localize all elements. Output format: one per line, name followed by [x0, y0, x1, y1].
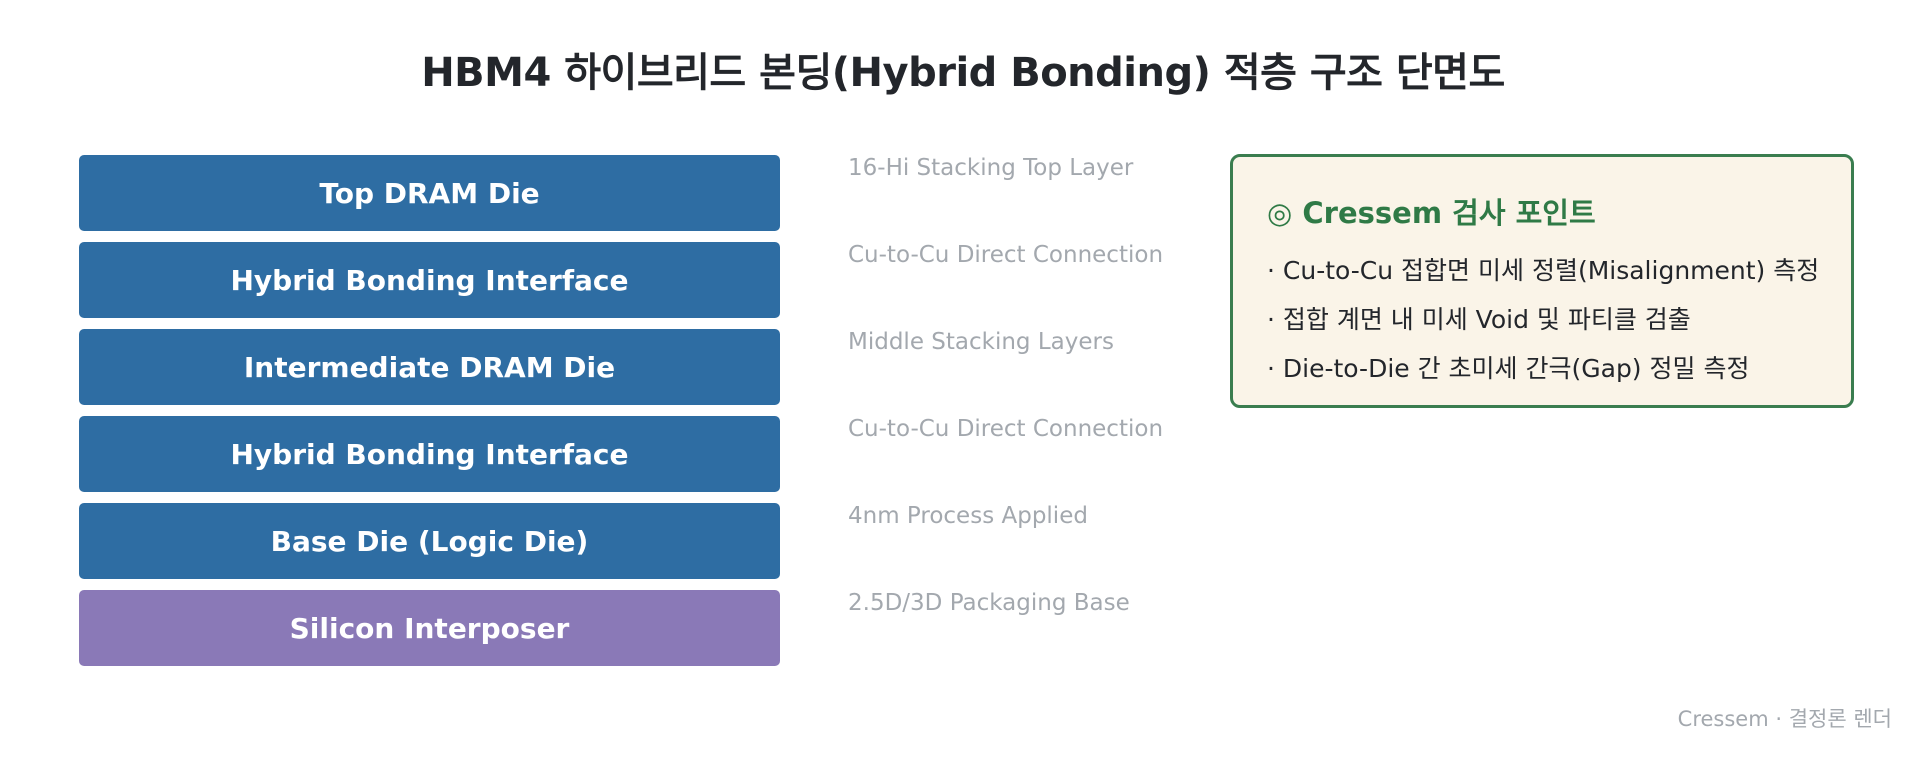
panel-item: · Cu-to-Cu 접합면 미세 정렬(Misalignment) 측정	[1267, 256, 1820, 285]
layer-label: Top DRAM Die	[319, 176, 540, 210]
layer-label: Hybrid Bonding Interface	[230, 263, 629, 297]
layer-note: Middle Stacking Layers	[848, 329, 1114, 355]
inspection-points-panel: ◎ Cressem 검사 포인트 · Cu-to-Cu 접합면 미세 정렬(Mi…	[1230, 154, 1854, 408]
panel-item: · 접합 계면 내 미세 Void 및 파티클 검출	[1267, 305, 1691, 334]
layer-note: 16-Hi Stacking Top Layer	[848, 155, 1134, 181]
layer-notes: 16-Hi Stacking Top Layer Cu-to-Cu Direct…	[848, 155, 1208, 677]
footer-credit: Cressem · 결정론 렌더	[1677, 707, 1892, 731]
panel-item: · Die-to-Die 간 초미세 간극(Gap) 정밀 측정	[1267, 354, 1750, 383]
layer-top-dram-die: Top DRAM Die	[79, 155, 780, 231]
panel-title: ◎ Cressem 검사 포인트	[1267, 196, 1596, 230]
layer-stack: Top DRAM Die Hybrid Bonding Interface In…	[79, 155, 780, 677]
layer-intermediate-dram-die: Intermediate DRAM Die	[79, 329, 780, 405]
layer-hybrid-bonding-interface-upper: Hybrid Bonding Interface	[79, 242, 780, 318]
layer-base-die: Base Die (Logic Die)	[79, 503, 780, 579]
layer-silicon-interposer: Silicon Interposer	[79, 590, 780, 666]
layer-label: Hybrid Bonding Interface	[230, 437, 629, 471]
layer-hybrid-bonding-interface-lower: Hybrid Bonding Interface	[79, 416, 780, 492]
layer-label: Base Die (Logic Die)	[270, 524, 589, 558]
layer-label: Intermediate DRAM Die	[243, 350, 616, 384]
layer-note: 2.5D/3D Packaging Base	[848, 590, 1130, 616]
layer-note: 4nm Process Applied	[848, 503, 1088, 529]
diagram-title: HBM4 하이브리드 본딩(Hybrid Bonding) 적층 구조 단면도	[421, 50, 1505, 96]
layer-label: Silicon Interposer	[289, 611, 570, 645]
layer-note: Cu-to-Cu Direct Connection	[848, 242, 1164, 268]
layer-note: Cu-to-Cu Direct Connection	[848, 416, 1164, 442]
